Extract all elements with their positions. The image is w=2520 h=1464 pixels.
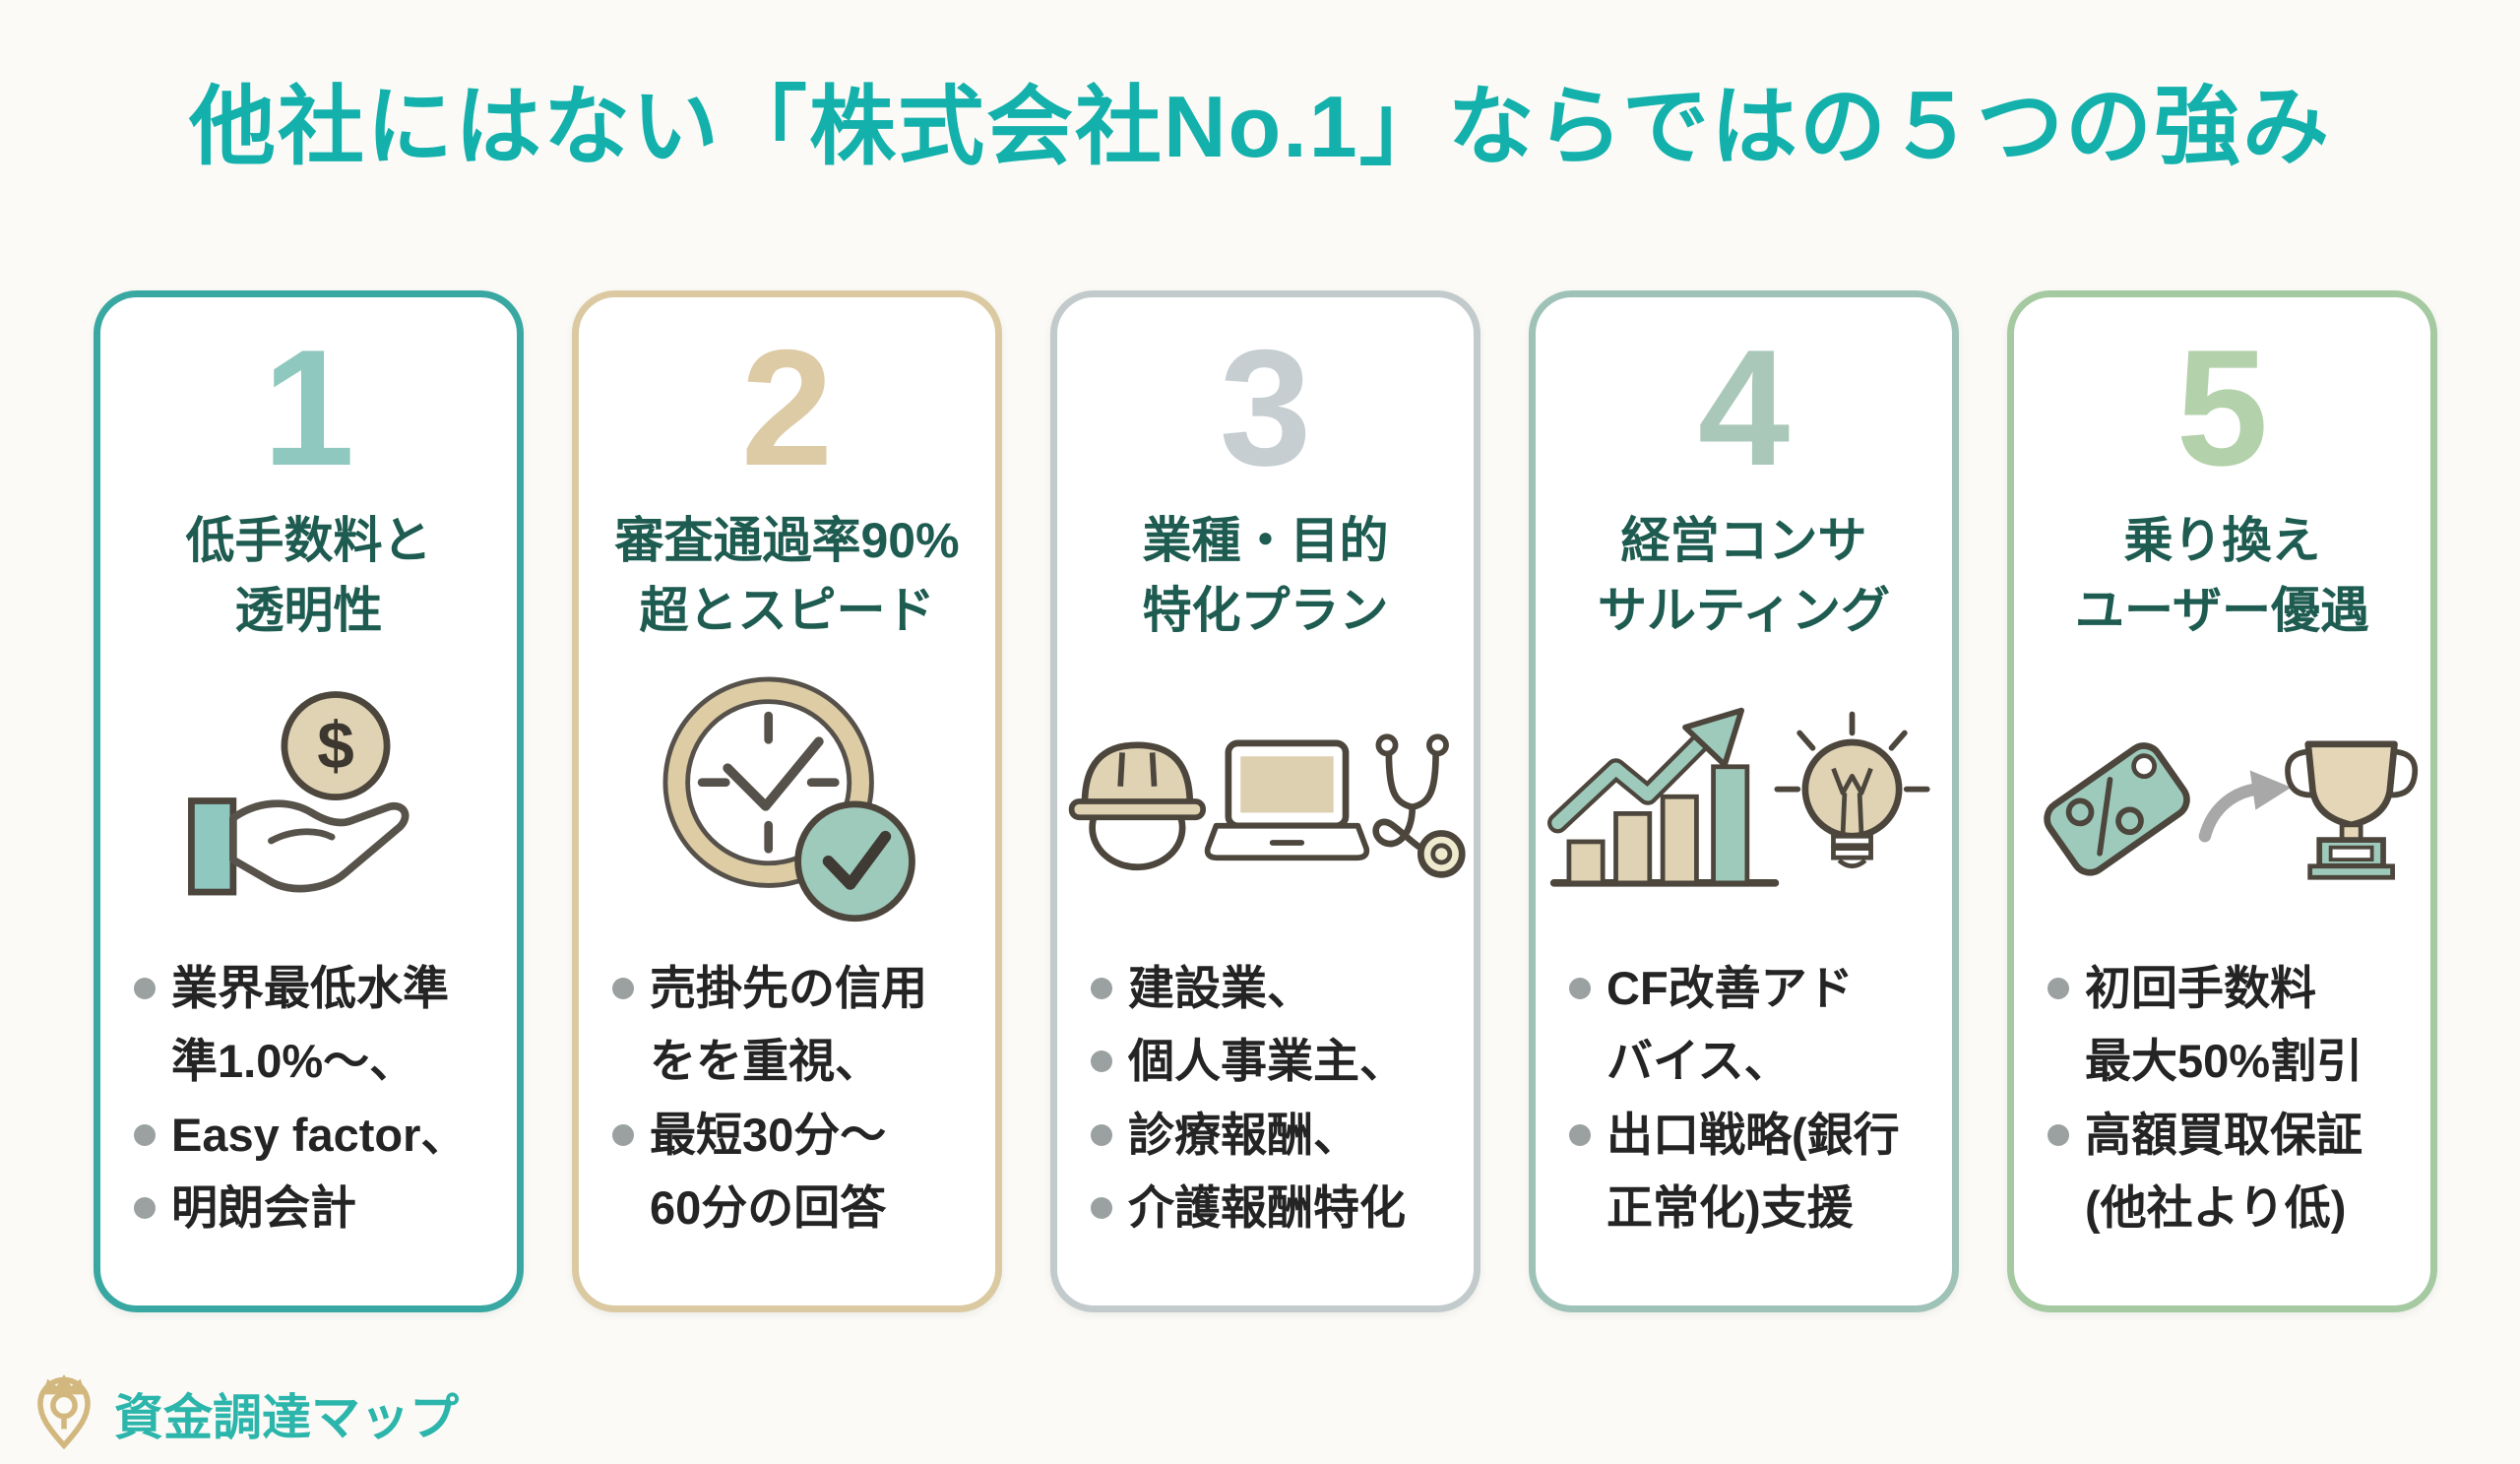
bullet-list: CF改善アド バイス、 出口戦略(銀行 正常化)支援	[1536, 952, 1952, 1244]
list-item: 高額買取保証 (他社より低)	[2048, 1099, 2405, 1245]
bullet-list: 建設業、 個人事業主、 診療報酬、 介護報酬特化	[1057, 952, 1474, 1244]
bullet-dot	[1091, 1123, 1112, 1146]
bullet-dot	[1091, 978, 1112, 999]
list-item: 出口戦略(銀行 正常化)支援	[1569, 1099, 1926, 1245]
list-item: 診療報酬、	[1091, 1099, 1448, 1172]
growth-chart-lightbulb-icon	[1536, 656, 1952, 946]
bullet-text: 介護報酬特化	[1128, 1180, 1406, 1234]
bullet-text: 出口戦略(銀行 正常化)支援	[1606, 1108, 1900, 1234]
card-number: 5	[2175, 315, 2269, 500]
list-item: 建設業、	[1091, 952, 1448, 1025]
bullet-list: 売掛先の信用 をを重視、 最短30分〜 60分の回答	[579, 952, 995, 1244]
card-1-low-fees: 1 低手数料と 透明性 $ 業界最低水準 準1.0%〜、 Easy factor…	[94, 290, 524, 1312]
card-number: 4	[1697, 315, 1791, 500]
list-item: 明朗会計	[134, 1172, 491, 1244]
card-number: 2	[740, 315, 834, 500]
bullet-dot	[2048, 978, 2069, 999]
bullet-dot	[1091, 1050, 1112, 1073]
bullet-list: 業界最低水準 準1.0%〜、 Easy factor、 明朗会計	[100, 952, 517, 1244]
list-item: 初回手数料 最大50%割引	[2048, 952, 2405, 1099]
svg-text:$: $	[317, 710, 354, 784]
bullet-text: 初回手数料 最大50%割引	[2085, 962, 2363, 1088]
page-title: 他社にはない「株式会社No.1」ならではの５つの強み	[188, 78, 2332, 175]
cards-row: 1 低手数料と 透明性 $ 業界最低水準 準1.0%〜、 Easy factor…	[0, 290, 2520, 1312]
card-title: 経営コンサ サルティング	[1598, 513, 1890, 638]
list-item: 介護報酬特化	[1091, 1172, 1448, 1244]
list-item: 個人事業主、	[1091, 1025, 1448, 1098]
card-5-switch-benefits: 5 乗り換え ユーザー優遇	[2007, 290, 2437, 1312]
card-3-industry-plans: 3 業種・目的 特化プラン 建設業、 個	[1050, 290, 1480, 1312]
bullet-text: 高額買取保証 (他社より低)	[2085, 1108, 2362, 1234]
bullet-dot	[612, 978, 634, 999]
list-item: 業界最低水準 準1.0%〜、	[134, 952, 491, 1099]
bullet-dot	[612, 1123, 634, 1146]
bullet-dot	[2048, 1123, 2069, 1146]
bullet-dot	[1569, 1123, 1591, 1146]
bullet-text: Easy factor、	[171, 1108, 468, 1161]
logo-text: 資金調達マップ	[114, 1389, 459, 1445]
bullet-text: 売掛先の信用 をを重視、	[650, 962, 927, 1088]
list-item: Easy factor、	[134, 1099, 491, 1172]
helmet-laptop-stethoscope-icon	[1057, 656, 1474, 946]
bullet-text: CF改善アド バイス、	[1606, 962, 1854, 1088]
clock-check-icon	[579, 656, 995, 946]
card-2-approval-speed: 2 審査通過率90% 超とスピード 売掛先の信用 をを重視、 最短30分〜 6	[572, 290, 1002, 1312]
infographic-canvas: { "page": { "title": "他社にはない「株式会社No.1」なら…	[0, 57, 2520, 1464]
hand-coin-icon: $	[100, 656, 517, 946]
tag-arrow-trophy-icon	[2014, 656, 2430, 946]
bullet-list: 初回手数料 最大50%割引 高額買取保証 (他社より低)	[2014, 952, 2430, 1244]
bullet-text: 個人事業主、	[1128, 1035, 1406, 1088]
bullet-text: 最短30分〜 60分の回答	[650, 1108, 887, 1234]
brand-logo: 資金調達マップ	[28, 1372, 459, 1454]
bullet-dot	[1569, 978, 1591, 999]
bullet-dot	[134, 978, 156, 999]
card-number: 3	[1219, 315, 1312, 500]
bullet-text: 明朗会計	[171, 1180, 356, 1234]
list-item: 最短30分〜 60分の回答	[612, 1099, 970, 1245]
bullet-dot	[134, 1196, 156, 1219]
card-title: 乗り換え ユーザー優遇	[2075, 513, 2369, 638]
bullet-dot	[1091, 1196, 1112, 1219]
card-title: 審査通過率90% 超とスピード	[614, 513, 960, 638]
card-number: 1	[262, 315, 355, 500]
card-4-consulting: 4 経営コンサ サルティング	[1529, 290, 1959, 1312]
bullet-dot	[134, 1123, 156, 1146]
list-item: CF改善アド バイス、	[1569, 952, 1926, 1099]
logo-pin-crown-icon	[28, 1372, 100, 1454]
bullet-text: 業界最低水準 準1.0%〜、	[171, 962, 449, 1088]
bullet-text: 診療報酬、	[1128, 1108, 1359, 1161]
card-title: 業種・目的 特化プラン	[1142, 513, 1389, 638]
list-item: 売掛先の信用 をを重視、	[612, 952, 970, 1099]
bullet-text: 建設業、	[1128, 962, 1313, 1014]
card-title: 低手数料と 透明性	[185, 513, 432, 638]
